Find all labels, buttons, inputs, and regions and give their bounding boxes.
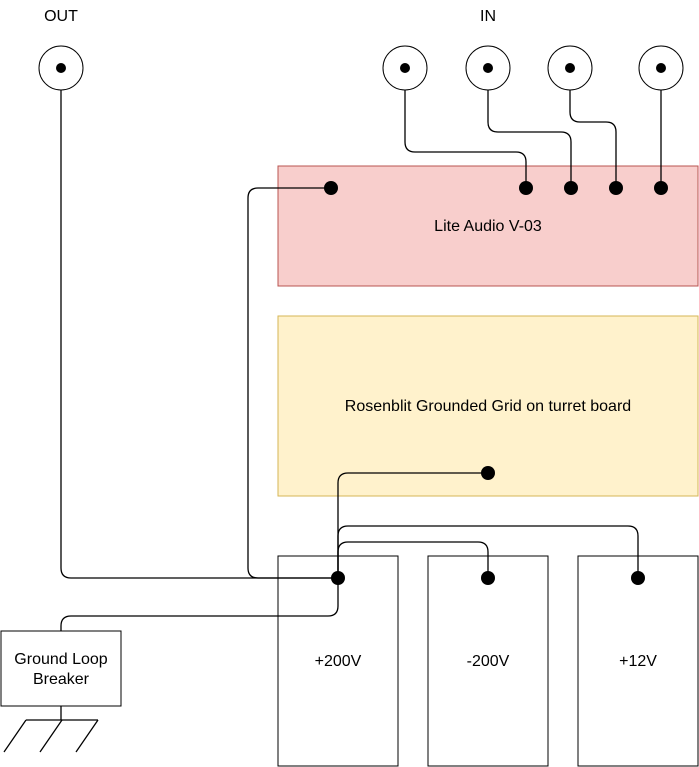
out-label: OUT — [44, 8, 78, 25]
wire-plus200-to-breaker — [60, 578, 339, 631]
psu-plus12-label: +12V — [619, 653, 657, 670]
psu-minus200-label: -200V — [467, 653, 510, 670]
lite-audio-input-node-2 — [564, 181, 578, 195]
psu-minus200-node — [481, 571, 495, 585]
wire-lite-out-to-ground — [247, 187, 338, 579]
rosenblit-label: Rosenblit Grounded Grid on turret board — [345, 398, 631, 415]
psu-plus200-node — [331, 571, 345, 585]
psu-plus12-box — [577, 555, 699, 767]
ground-loop-label-line2: Breaker — [33, 671, 90, 688]
wire-in2 — [487, 90, 572, 188]
lite-audio-input-node-3 — [609, 181, 623, 195]
ground-loop-label-line1: Ground Loop — [14, 651, 108, 668]
in-jack-3-icon[interactable] — [547, 45, 593, 91]
in-jack-2-icon[interactable] — [465, 45, 511, 91]
wire-rosenblit-to-plus200 — [337, 472, 488, 578]
lite-audio-box — [277, 165, 699, 287]
wire-in3 — [569, 90, 617, 188]
psu-plus12-node — [631, 571, 645, 585]
wire-plus200-to-plus12 — [337, 525, 639, 578]
lite-audio-input-node-4 — [654, 181, 668, 195]
out-jack-icon[interactable] — [38, 45, 84, 91]
psu-plus200-label: +200V — [315, 653, 362, 670]
in-jack-1-icon[interactable] — [382, 45, 428, 91]
ground-loop-breaker-box — [0, 630, 122, 707]
in-label: IN — [480, 8, 496, 25]
ground-symbol-icon — [3, 719, 99, 753]
rosenblit-node — [481, 466, 495, 480]
wire-out-to-ground — [60, 90, 338, 579]
lite-audio-output-node — [324, 181, 338, 195]
lite-audio-label: Lite Audio V-03 — [434, 218, 542, 235]
wire-in1 — [404, 90, 527, 188]
psu-minus200-box — [427, 555, 549, 767]
in-jack-4-icon[interactable] — [638, 45, 684, 91]
lite-audio-input-node-1 — [519, 181, 533, 195]
